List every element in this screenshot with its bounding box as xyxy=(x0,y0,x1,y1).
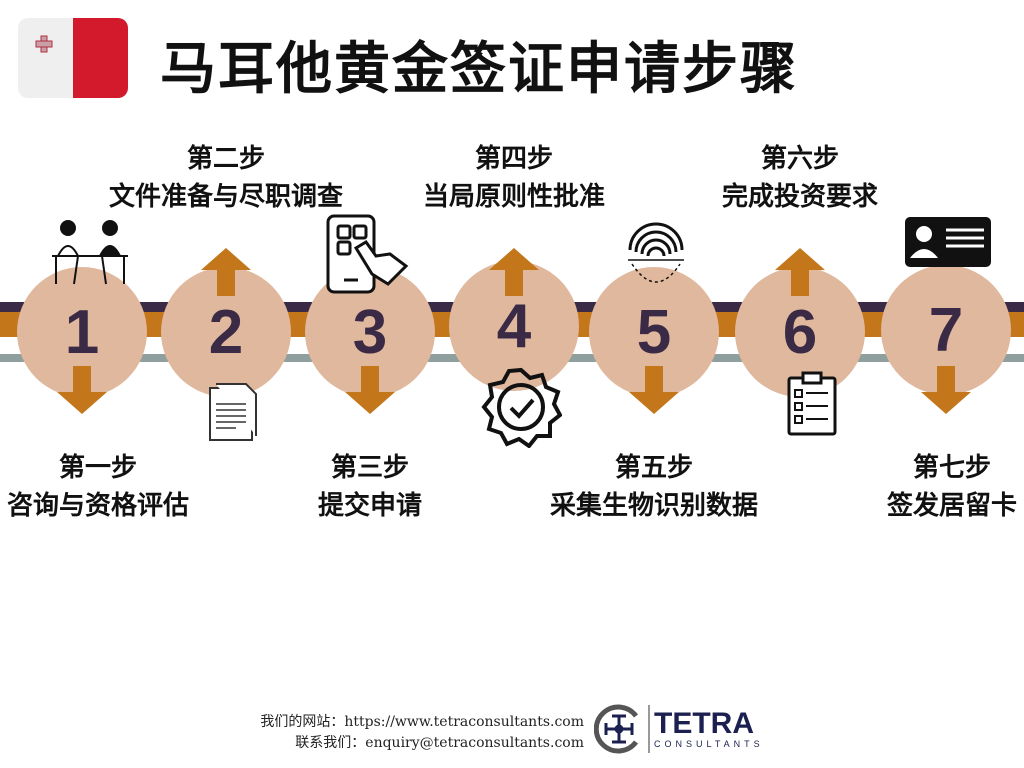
step-label-2: 第二步文件准备与尽职调查 xyxy=(109,140,343,216)
step-number: 4 xyxy=(496,291,532,361)
clipboard-icon xyxy=(786,370,838,440)
step-label-4: 第四步当局原则性批准 xyxy=(423,140,605,216)
step-title: 第六步 xyxy=(760,144,840,174)
step-label-7: 第七步签发居留卡 xyxy=(887,449,1017,525)
step-description: 咨询与资格评估 xyxy=(6,491,190,521)
step-title: 第四步 xyxy=(474,144,554,174)
email-text[interactable]: 联系我们：enquiry@tetraconsultants.com xyxy=(295,735,584,751)
arrow-up-icon xyxy=(201,248,251,296)
logo-name: TETRA xyxy=(654,707,754,740)
id-card-icon xyxy=(904,216,992,272)
malta-flag xyxy=(18,18,128,98)
step-description: 文件准备与尽职调查 xyxy=(108,182,344,212)
step-number: 3 xyxy=(352,297,388,367)
step-description: 提交申请 xyxy=(317,491,423,521)
step-number: 6 xyxy=(782,297,818,367)
fingerprint-icon xyxy=(624,220,688,288)
arrow-up-icon xyxy=(775,248,825,296)
arrow-down-icon xyxy=(57,366,107,414)
approval-badge-icon xyxy=(480,366,563,452)
step-title: 第三步 xyxy=(330,453,410,483)
footer-contact: 我们的网站：https://www.tetraconsultants.com 联… xyxy=(250,712,584,754)
arrow-down-icon xyxy=(921,366,971,414)
step-title: 第一步 xyxy=(58,453,138,483)
step-title: 第五步 xyxy=(614,453,694,483)
phone-tap-icon xyxy=(326,214,410,300)
consultation-icon xyxy=(50,216,130,290)
step-description: 签发居留卡 xyxy=(886,491,1018,521)
step-label-5: 第五步采集生物识别数据 xyxy=(550,449,758,525)
document-icon xyxy=(208,382,258,448)
step-label-6: 第六步完成投资要求 xyxy=(722,140,878,216)
step-label-3: 第三步提交申请 xyxy=(318,449,422,525)
step-number: 2 xyxy=(208,297,244,367)
tetra-logo-icon xyxy=(594,704,639,754)
step-number: 5 xyxy=(636,297,672,367)
step-description: 采集生物识别数据 xyxy=(549,491,759,521)
step-number: 7 xyxy=(928,295,964,365)
step-title: 第二步 xyxy=(186,144,266,174)
step-title: 第七步 xyxy=(912,453,992,483)
website-text[interactable]: 我们的网站：https://www.tetraconsultants.com xyxy=(260,714,584,730)
arrow-down-icon xyxy=(345,366,395,414)
page-title: 马耳他黄金签证申请步骤 xyxy=(160,36,798,102)
step-circle-1: 1 xyxy=(17,267,147,397)
step-description: 完成投资要求 xyxy=(721,182,879,212)
step-description: 当局原则性批准 xyxy=(422,182,606,212)
step-label-1: 第一步咨询与资格评估 xyxy=(7,449,189,525)
arrow-down-icon xyxy=(629,366,679,414)
arrow-up-icon xyxy=(489,248,539,296)
logo-sub: CONSULTANTS xyxy=(654,739,764,749)
step-number: 1 xyxy=(64,297,100,367)
